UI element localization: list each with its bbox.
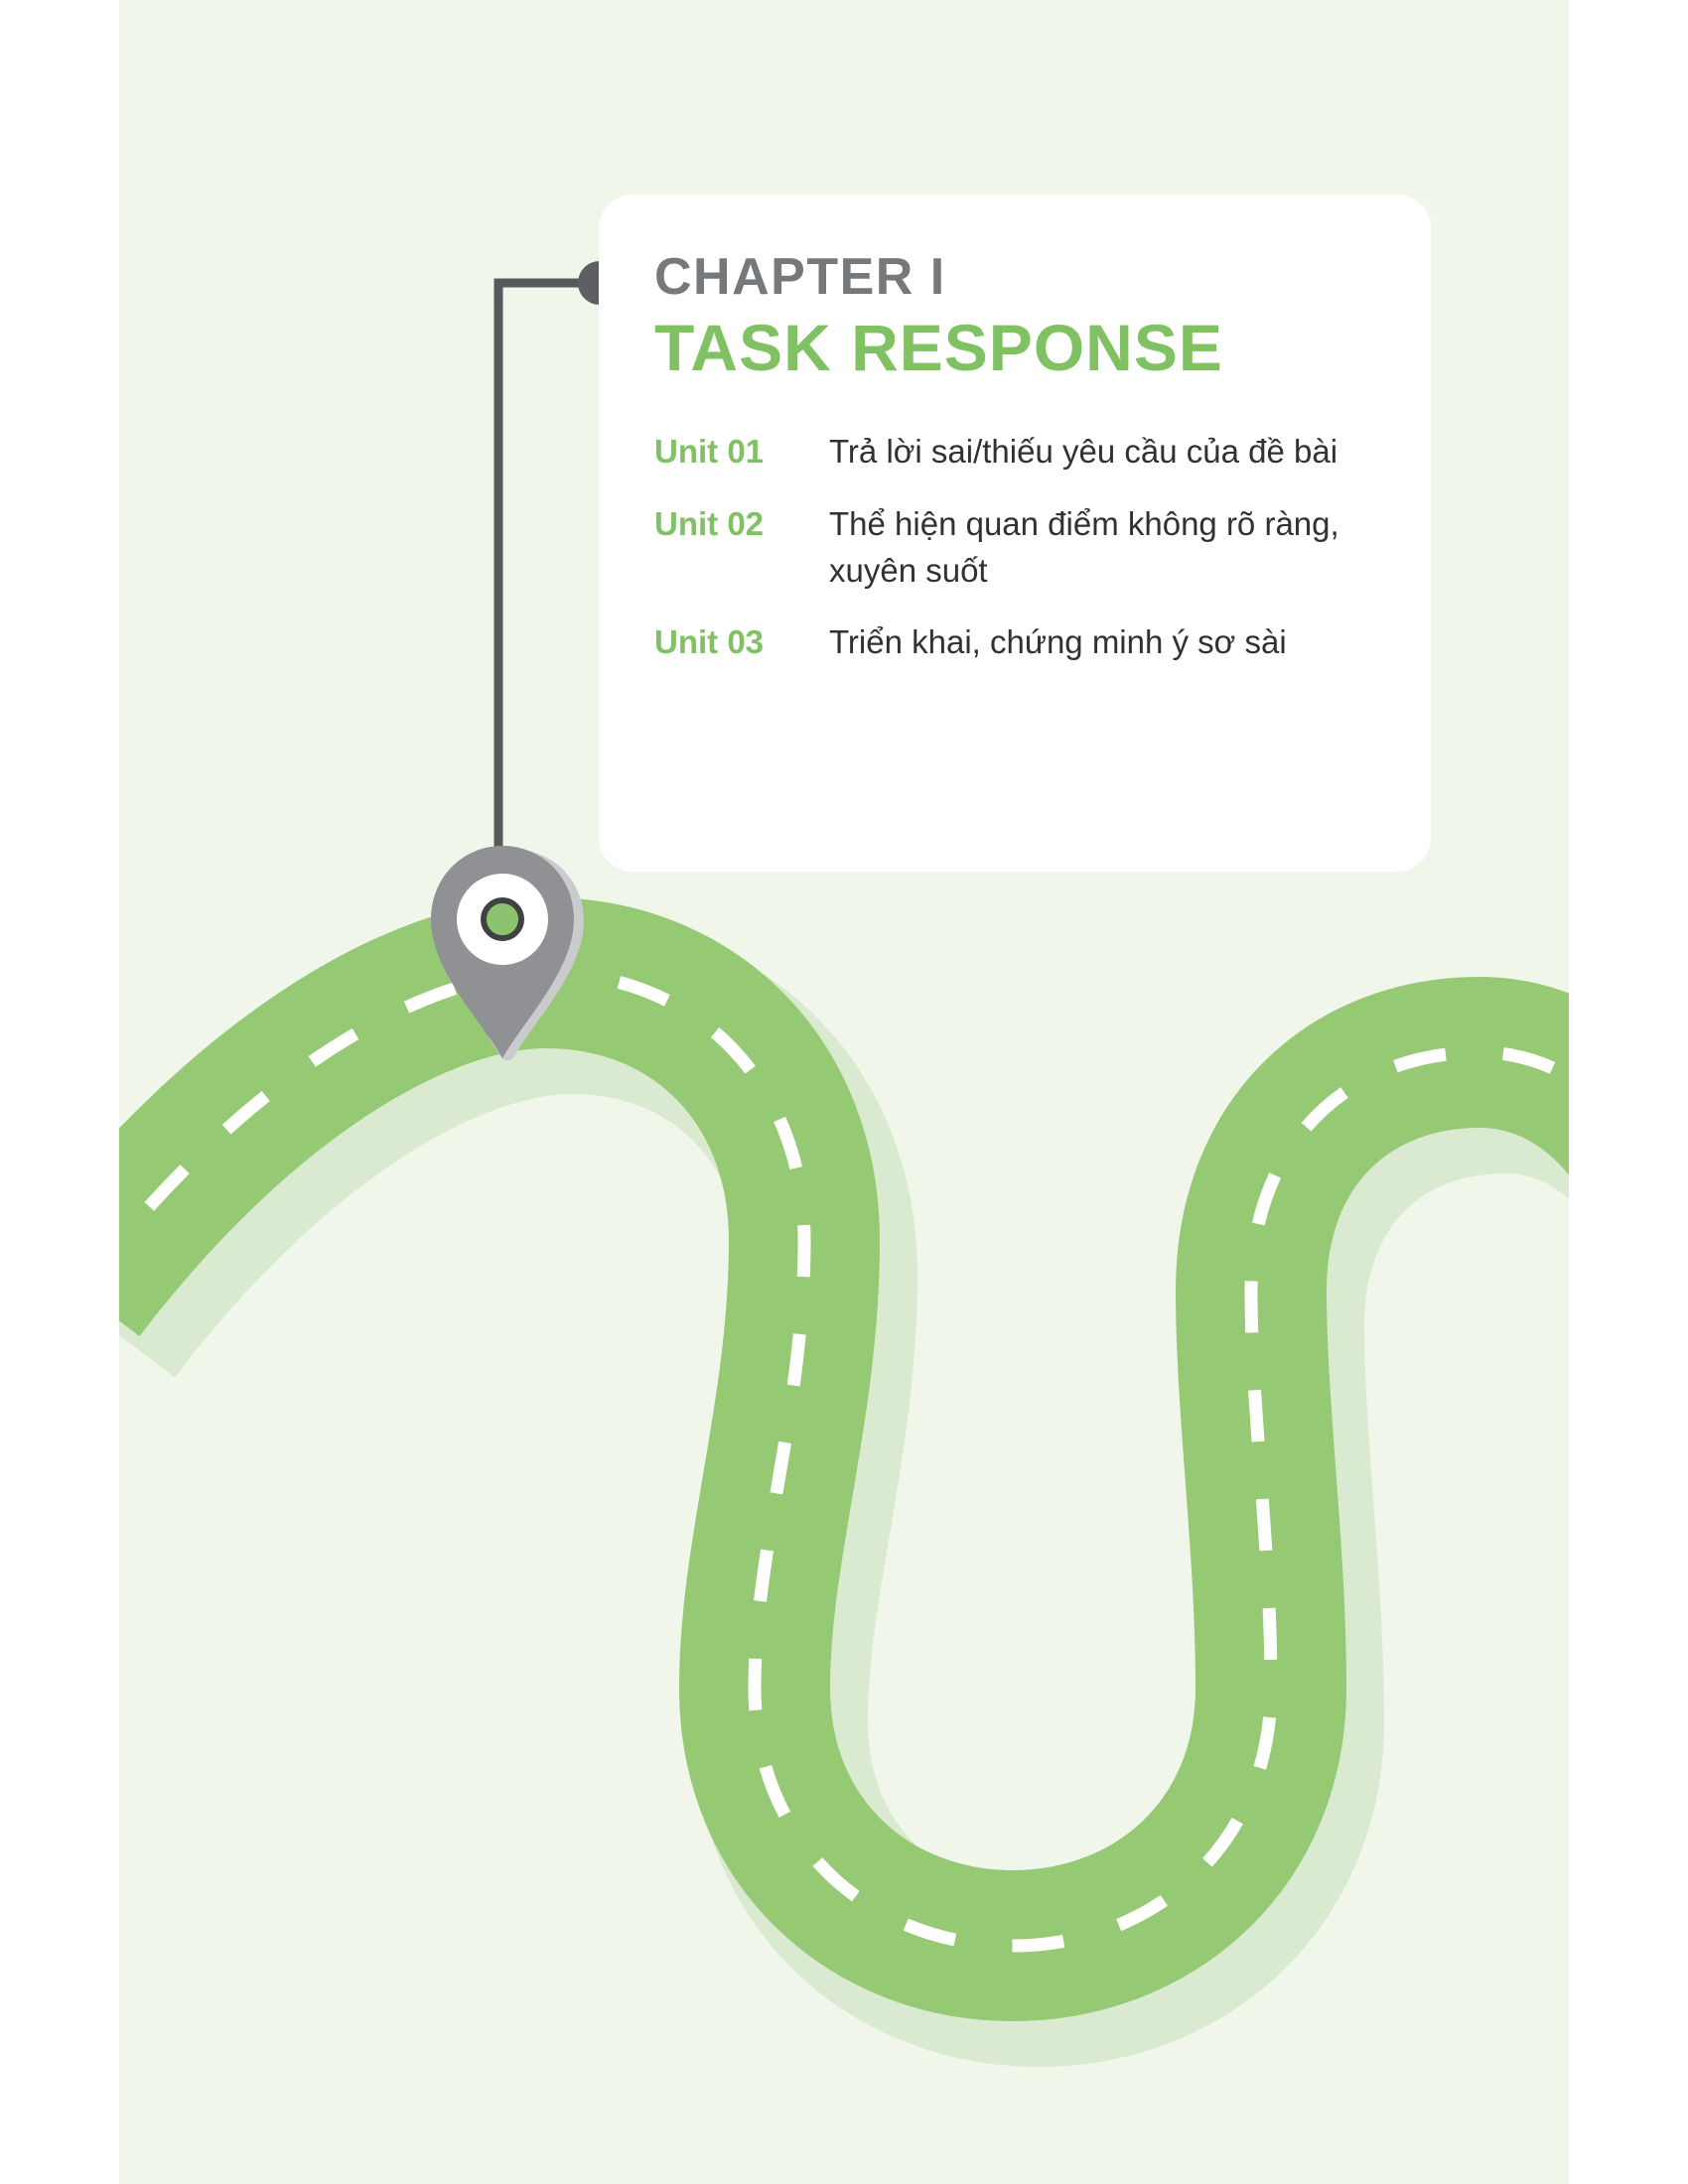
list-item[interactable]: Unit 02 Thể hiện quan điểm không rõ ràng… — [654, 501, 1371, 595]
unit-list: Unit 01 Trả lời sai/thiếu yêu cầu của đề… — [654, 429, 1371, 666]
unit-text-02: Thể hiện quan điểm không rõ ràng, xuyên … — [829, 504, 1339, 589]
chapter-card: CHAPTER I TASK RESPONSE Unit 01 Trả lời … — [599, 195, 1431, 872]
connector-line — [493, 261, 616, 923]
list-item[interactable]: Unit 01 Trả lời sai/thiếu yêu cầu của đề… — [654, 429, 1371, 476]
map-pin-center-dot — [481, 897, 524, 941]
unit-text-01: Trả lời sai/thiếu yêu cầu của đề bài — [829, 432, 1338, 470]
unit-label-02: Unit 02 — [654, 504, 765, 542]
connector-path — [493, 278, 604, 923]
unit-label-03: Unit 03 — [654, 623, 765, 661]
page-title: TASK RESPONSE — [654, 310, 1223, 384]
unit-label-01: Unit 01 — [654, 432, 765, 470]
chapter-kicker: CHAPTER I — [654, 248, 946, 306]
list-item[interactable]: Unit 03 Triển khai, chứng minh ý sơ sài — [654, 619, 1371, 666]
map-pin-icon[interactable] — [425, 842, 588, 1064]
unit-text-03: Triển khai, chứng minh ý sơ sài — [829, 623, 1287, 661]
